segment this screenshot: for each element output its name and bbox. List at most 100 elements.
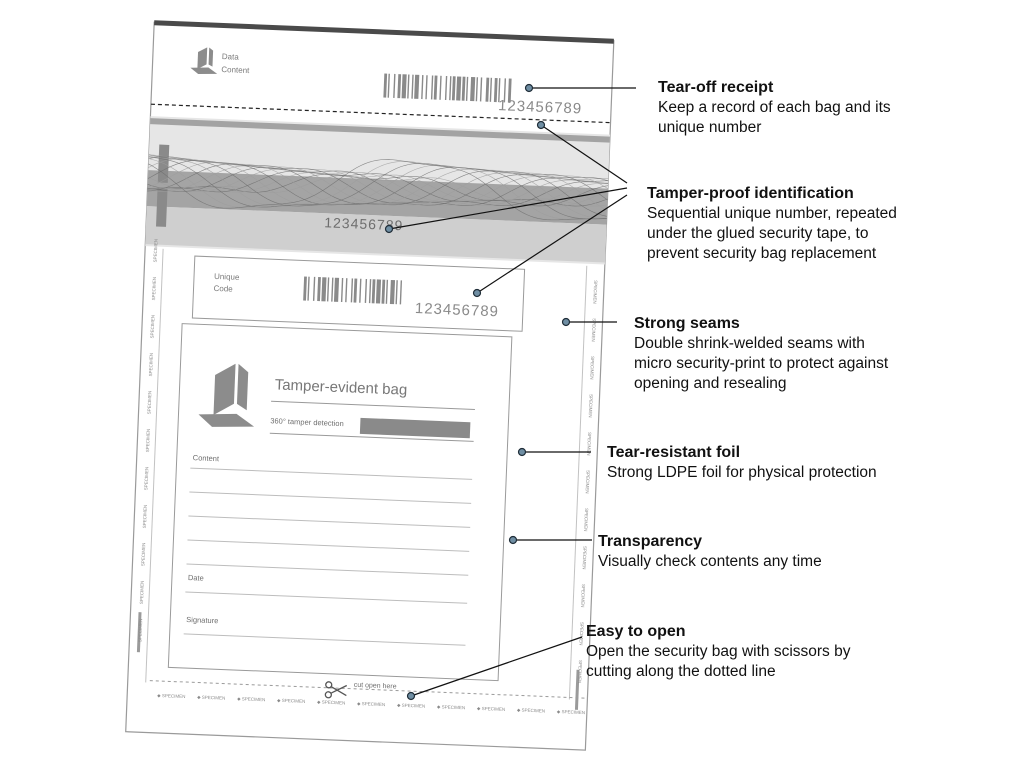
cut-open-label: cut open here [354, 682, 397, 691]
marker-transparency [508, 535, 518, 545]
left-seam: SPECIMEN SPECIMEN SPECIMEN SPECIMEN SPECIMEN… [136, 239, 164, 683]
seam-microprint: SPECIMEN [589, 356, 595, 380]
seam-microprint: ◆ SPECIMEN [277, 698, 305, 704]
barcode-bar [345, 278, 348, 303]
guilloche-wave [148, 158, 607, 220]
barcode-bar [465, 76, 469, 101]
barcode-bar [444, 76, 448, 101]
signature-field-label: Signature [186, 615, 218, 625]
seam-microprint: SPECIMEN [592, 280, 598, 304]
seam-microprint: ◆ SPECIMEN [317, 699, 345, 705]
content-line-2 [189, 491, 472, 504]
barcode-bar [307, 276, 310, 301]
callout-line: cutting along the dotted line [586, 663, 776, 680]
date-line [185, 591, 468, 604]
barcode-bar [430, 75, 434, 100]
bag-top-bar [154, 20, 614, 44]
security-bag: Data Content 123456789 123456789 Unique … [125, 20, 615, 751]
seam-microprint: SPECIMEN [137, 619, 143, 643]
barcode-bar [383, 73, 388, 98]
cut-line-area: cut open here ◆ SPECIMEN◆ SPECIMEN◆ SPEC… [149, 680, 588, 715]
seam-microprint: SPECIMEN [142, 505, 148, 529]
barcode-bar [353, 278, 358, 303]
barcode-bar [475, 77, 479, 102]
barcode-bar [503, 78, 507, 103]
barcode-bar [397, 74, 402, 99]
callout-markers [384, 83, 571, 701]
callout-easy-to-open: Easy to open Open the security bag with … [586, 622, 850, 682]
seam-microprint: SPECIMEN [583, 508, 589, 532]
seam-microprint: SPECIMEN [588, 394, 594, 418]
marker-easy-to-open [406, 691, 416, 701]
barcode-bar [381, 279, 386, 304]
callout-line: Strong LDPE foil for physical protection [607, 464, 877, 481]
callout-title: Tamper-proof identification [647, 185, 854, 202]
marker-identification-code [472, 288, 482, 298]
unique-code-serial-number: 123456789 [415, 300, 500, 320]
barcode-bar [385, 279, 389, 304]
callout-line: under the glued security tape, to [647, 225, 869, 242]
seam-microprint: ◆ SPECIMEN [397, 703, 425, 709]
callout-title: Transparency [598, 533, 703, 550]
callout-title: Tear-resistant foil [607, 444, 741, 461]
barcode-bar [387, 73, 390, 98]
form-panel: Tamper-evident bag 360° tamper detection… [167, 323, 513, 682]
leader-easy-to-open [410, 636, 583, 697]
barcode-bar [489, 77, 493, 102]
marker-strong-seams [561, 317, 571, 327]
seam-microprint: ◆ SPECIMEN [477, 706, 505, 712]
right-seam: SPECIMEN SPECIMEN SPECIMEN SPECIMEN SPECIMEN… [568, 265, 598, 710]
barcode-bar [461, 76, 466, 101]
form-title: Tamper-evident bag [274, 376, 407, 398]
barcode-bar [449, 76, 452, 101]
barcode-bar [350, 278, 354, 303]
form-logo [198, 363, 255, 427]
seam-microprint: SPECIMEN [580, 584, 586, 608]
callout-title: Strong seams [634, 315, 740, 332]
left-seam-line [145, 248, 164, 683]
tamper-detection-line [269, 432, 474, 442]
seam-microprint: SPECIMEN [153, 239, 159, 263]
callout-transparency: Transparency Visually check contents any… [598, 532, 822, 572]
right-seam-mark [574, 669, 580, 710]
signature-line [183, 633, 466, 646]
barcode-bar [507, 78, 512, 103]
unique-code-barcode [303, 276, 403, 305]
seam-microprint: SPECIMEN [145, 429, 151, 453]
security-tape: 123456789 [145, 116, 611, 265]
callout-line: Open the security bag with scissors by [586, 643, 851, 660]
form-frame [167, 323, 513, 682]
seam-microprint: ◆ SPECIMEN [237, 696, 265, 702]
barcode-bar [326, 277, 330, 302]
callout-line: Visually check contents any time [598, 553, 822, 570]
barcode-bar [371, 279, 376, 304]
unique-code-frame [191, 255, 526, 332]
content-field-label: Content [193, 453, 221, 463]
barcode-bar [368, 279, 372, 304]
seam-microprint: SPECIMEN [143, 467, 149, 491]
marker-tear-resistant-foil [517, 447, 527, 457]
barcode-bar [498, 78, 501, 103]
content-line-3 [188, 515, 471, 528]
date-field-label: Date [188, 573, 204, 583]
barcode-bar [421, 75, 424, 100]
barcode-bar [433, 75, 438, 100]
guilloche-wave [148, 154, 607, 217]
seam-microprint: SPECIMEN [582, 546, 588, 570]
bottom-seam-print: ◆ SPECIMEN ◆ SPECIMEN ◆ SPECIMEN ◆ SPECIMEN… [157, 693, 585, 715]
tape-side-block-2 [156, 188, 168, 227]
barcode-bar [407, 74, 410, 99]
barcode-bar [425, 75, 428, 100]
seam-microprint: ◆ SPECIMEN [557, 709, 585, 715]
barcode-bar [389, 279, 396, 305]
receipt-serial-number: 123456789 [498, 97, 583, 117]
left-seam-mark [136, 612, 142, 653]
barcode-bar [456, 76, 462, 101]
callout-line: prevent security bag replacement [647, 245, 877, 262]
leader-identification-c [476, 194, 628, 294]
form-title-underline [271, 400, 475, 410]
barcode-bar [333, 277, 340, 302]
left-seam-print: SPECIMEN SPECIMEN SPECIMEN SPECIMEN SPECIMEN… [137, 239, 158, 642]
tape-serial-number: 123456789 [324, 214, 404, 233]
